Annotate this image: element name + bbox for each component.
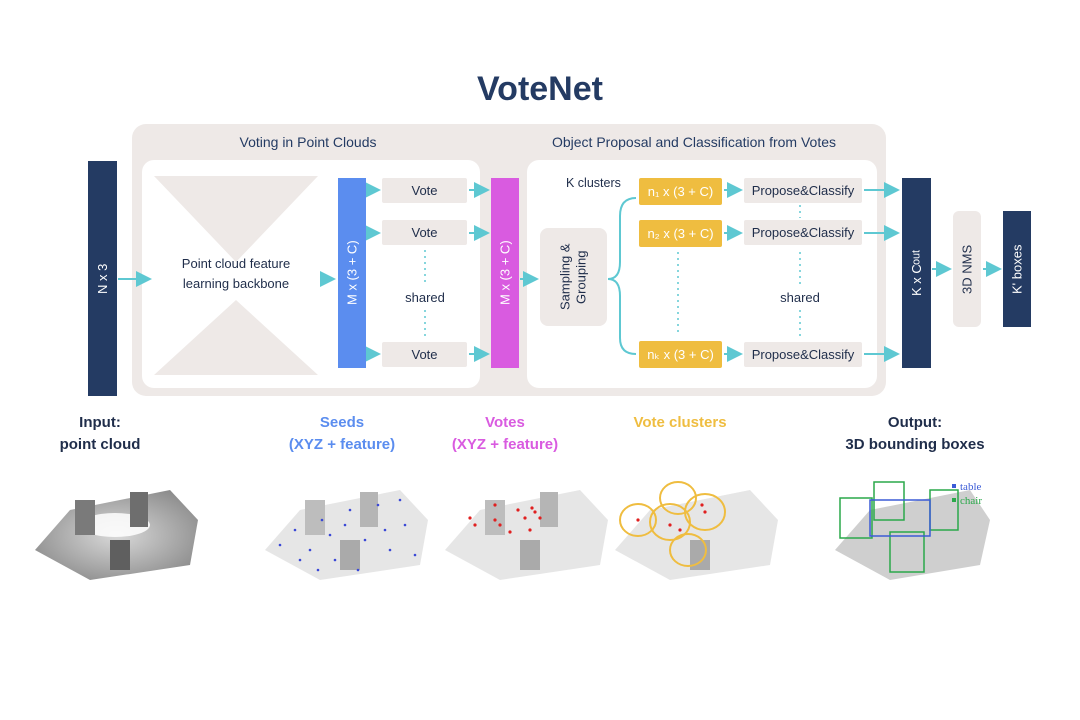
propose-classify-k: Propose&Classify bbox=[744, 342, 862, 367]
sampling-grouping-block: Sampling & Grouping bbox=[540, 228, 607, 326]
proposal-section-label: Object Proposal and Classification from … bbox=[551, 134, 837, 150]
clusters-point-cloud-image bbox=[615, 481, 778, 580]
cluster-circles bbox=[619, 481, 726, 567]
propose-classify-2: Propose&Classify bbox=[744, 220, 862, 245]
caption-output-line1: Output: bbox=[887, 414, 943, 431]
cluster-box-1: n₁ x (3 + C) bbox=[639, 178, 722, 205]
caption-seeds-line1: Seeds bbox=[319, 414, 365, 431]
nms-block: 3D NMS bbox=[953, 211, 981, 327]
propose-shared-label: shared bbox=[780, 290, 820, 305]
cluster-box-2: n₂ x (3 + C) bbox=[639, 220, 722, 247]
caption-votes: Votes (XYZ + feature) bbox=[425, 412, 585, 456]
caption-input-line2: point cloud bbox=[59, 436, 141, 453]
votes-block: M x (3 + C) bbox=[491, 178, 519, 368]
vote-box-2: Vote bbox=[382, 220, 467, 245]
caption-output-line2: 3D bounding boxes bbox=[845, 436, 985, 453]
backbone-shape bbox=[154, 176, 318, 375]
table-box bbox=[869, 499, 931, 537]
caption-input-line1: Input: bbox=[79, 414, 121, 431]
cluster-box-k: nₖ x (3 + C) bbox=[639, 341, 722, 368]
input-point-cloud-image bbox=[35, 490, 198, 580]
caption-input: Input: point cloud bbox=[30, 412, 170, 456]
output-boxes-block: K' boxes bbox=[1003, 211, 1031, 327]
caption-clusters: Vote clusters bbox=[633, 414, 727, 431]
legend-table: table bbox=[960, 481, 981, 493]
seeds-block: M x (3 + C) bbox=[338, 178, 366, 368]
output-boxes-image: table chair bbox=[835, 481, 990, 580]
out-dim-subscript: out bbox=[910, 249, 923, 265]
vote-box-3: Vote bbox=[382, 342, 467, 367]
caption-seeds: Seeds (XYZ + feature) bbox=[262, 412, 422, 456]
caption-votes-line1: Votes bbox=[485, 414, 525, 431]
table-legend-marker bbox=[952, 484, 956, 488]
chair-legend-marker bbox=[952, 498, 956, 502]
caption-seeds-line2: (XYZ + feature) bbox=[288, 436, 396, 453]
page-title: VoteNet bbox=[477, 70, 603, 108]
vote-box-1: Vote bbox=[382, 178, 467, 203]
seed-points bbox=[278, 498, 417, 572]
backbone-label: Point cloud feature learning backbone bbox=[181, 256, 291, 291]
input-block: N x 3 bbox=[88, 161, 117, 396]
caption-votes-line2: (XYZ + feature) bbox=[451, 436, 559, 453]
voting-section-label: Voting in Point Clouds bbox=[239, 134, 377, 150]
vote-shared-label: shared bbox=[405, 290, 445, 305]
votes-point-cloud-image bbox=[445, 490, 608, 580]
k-clusters-label: K clusters bbox=[566, 176, 621, 190]
cluster-brace bbox=[607, 197, 637, 355]
legend-chair: chair bbox=[960, 495, 982, 507]
caption-output: Output: 3D bounding boxes bbox=[825, 412, 1005, 456]
seeds-point-cloud-image bbox=[265, 490, 428, 580]
vote-points bbox=[468, 503, 542, 534]
propose-classify-1: Propose&Classify bbox=[744, 178, 862, 203]
